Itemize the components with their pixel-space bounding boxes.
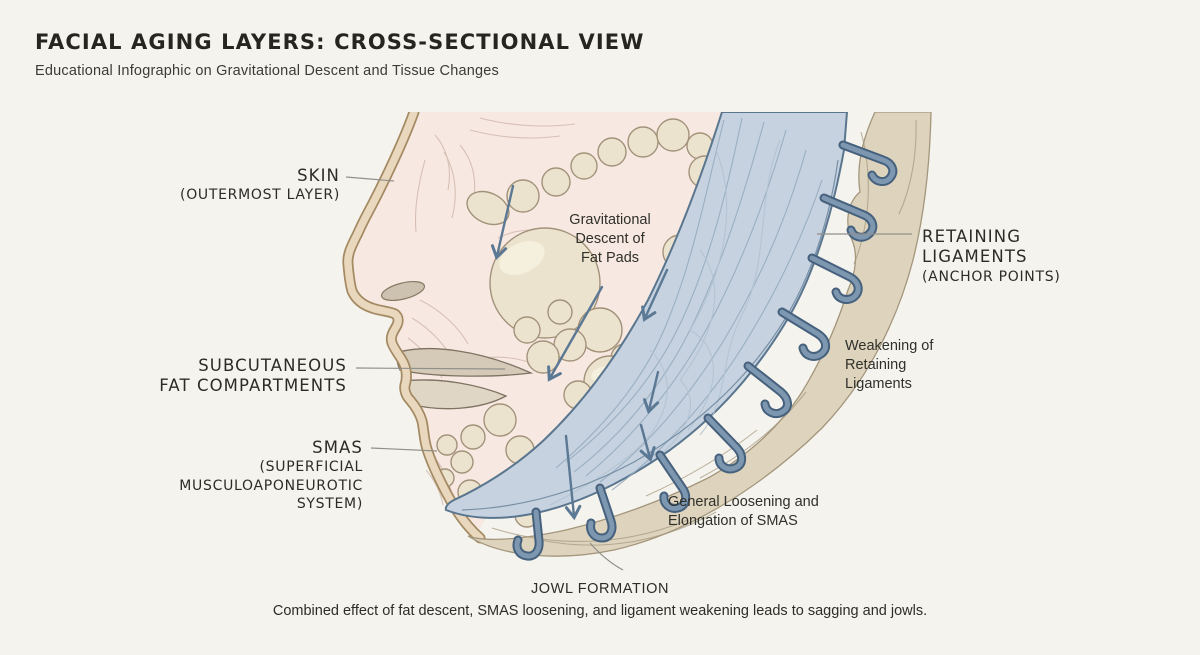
jowl-formation-title: JOWL FORMATION <box>530 581 670 597</box>
annotation-smas-loosening: General Loosening and Elongation of SMAS <box>668 493 858 531</box>
annotation-ligament-weakening: Weakening of Retaining Ligaments <box>845 337 965 394</box>
retaining-ligament-hooks <box>512 140 898 561</box>
label-smas-main: SMAS <box>312 438 363 457</box>
skin-outer-layer <box>342 112 486 544</box>
page-subtitle: Educational Infographic on Gravitational… <box>35 63 499 79</box>
leader-lines <box>345 176 912 571</box>
annotation-loosening-line2: Elongation of SMAS <box>668 512 798 529</box>
annotation-fat-descent-line2: Descent of <box>575 230 645 247</box>
bone-detail-lines <box>491 119 917 546</box>
label-smas-sub-line1: (SUPERFICIAL <box>259 459 363 476</box>
annotation-fat-descent-line1: Gravitational <box>569 212 651 228</box>
skin-leader-line <box>345 176 395 182</box>
annotation-loosening-line1: General Loosening and <box>668 494 819 510</box>
label-smas-sub-line2: MUSCULOAPONEUROTIC <box>179 477 363 494</box>
fat-leader-line <box>355 367 506 370</box>
page-title: FACIAL AGING LAYERS: CROSS-SECTIONAL VIE… <box>35 30 645 54</box>
jowl-leader-line <box>589 542 624 571</box>
annotation-fat-descent: Gravitational Descent of Fat Pads <box>547 211 673 268</box>
annotation-weakening-line3: Ligaments <box>845 375 912 392</box>
label-subcutaneous-fat: SUBCUTANEOUS FAT COMPARTMENTS <box>159 356 347 397</box>
label-fat-line2: FAT COMPARTMENTS <box>159 376 347 396</box>
label-smas: SMAS (SUPERFICIAL MUSCULOAPONEUROTIC SYS… <box>179 438 363 514</box>
nostril <box>380 280 426 302</box>
label-smas-sub-line3: SYSTEM) <box>296 496 363 513</box>
annotation-weakening-line1: Weakening of <box>845 338 934 354</box>
annotation-weakening-line2: Retaining <box>845 356 907 373</box>
label-retaining-ligaments: RETAINING LIGAMENTS (ANCHOR POINTS) <box>922 227 1060 286</box>
annotation-fat-descent-line3: Fat Pads <box>580 249 640 266</box>
label-skin: SKIN (OUTERMOST LAYER) <box>180 166 340 205</box>
smas-fiber-texture-light <box>549 139 781 506</box>
label-skin-sub: (OUTERMOST LAYER) <box>180 187 340 204</box>
label-ligaments-line2: LIGAMENTS <box>922 247 1028 267</box>
descent-arrows <box>490 184 669 521</box>
jowl-formation-description: Combined effect of fat descent, SMAS loo… <box>272 603 928 619</box>
label-skin-main: SKIN <box>297 166 340 185</box>
label-fat-line1: SUBCUTANEOUS <box>198 356 347 375</box>
label-ligaments-line1: RETAINING <box>922 227 1022 246</box>
smas-leader-line <box>370 447 438 452</box>
label-ligaments-sub: (ANCHOR POINTS) <box>922 268 1061 285</box>
